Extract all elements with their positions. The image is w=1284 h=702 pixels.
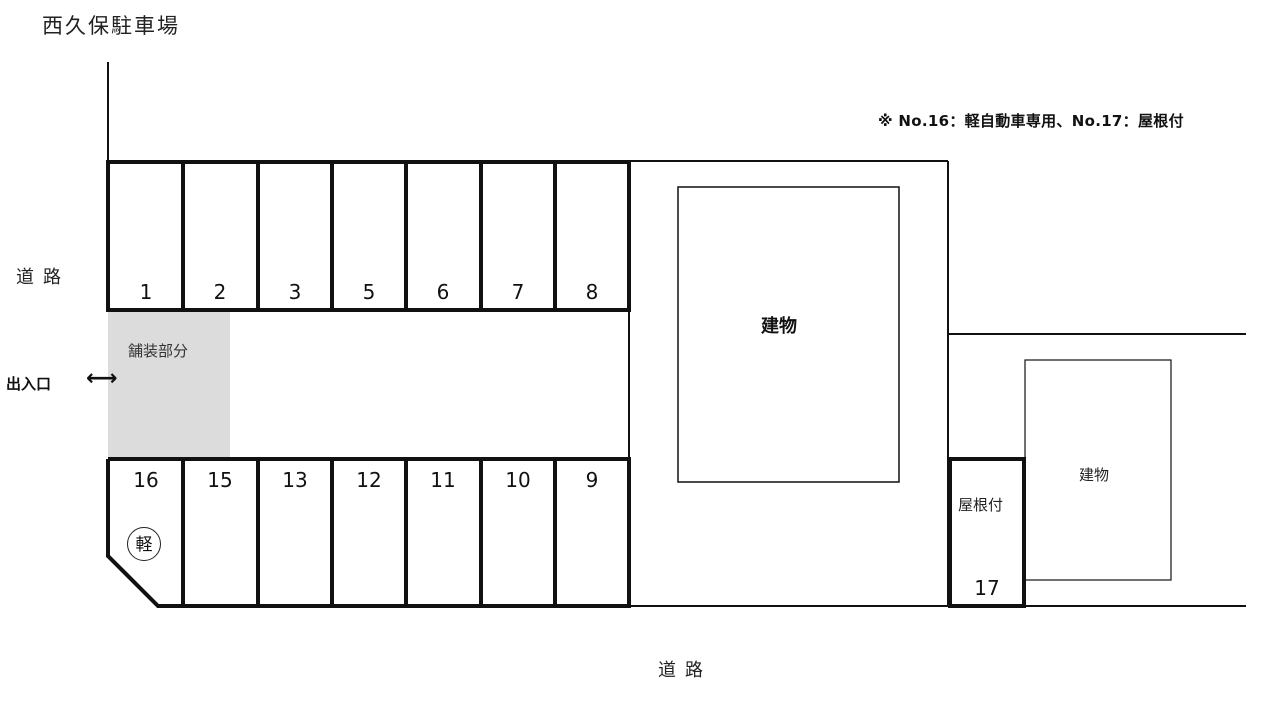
slot-number: 7 <box>511 280 525 304</box>
paved-area-label: 舗装部分 <box>128 342 189 360</box>
slot-number: 3 <box>288 280 302 304</box>
main-building-label: 建物 <box>761 316 797 337</box>
road-label-bottom: 道路 <box>658 660 712 681</box>
slot-number: 8 <box>585 280 599 304</box>
slot-number: 2 <box>213 280 227 304</box>
slot-number: 11 <box>430 468 456 492</box>
top-row-slots <box>106 160 631 312</box>
slot-number: 15 <box>207 468 233 492</box>
main-building <box>677 186 900 483</box>
slot-17 <box>948 457 1026 608</box>
slot-number: 6 <box>436 280 450 304</box>
legend-note: ※ No.16：軽自動車専用、No.17：屋根付 <box>878 112 1184 130</box>
paved-area <box>108 312 230 458</box>
double-arrow-icon: ⟷ <box>86 366 118 391</box>
slot-number: 16 <box>133 468 159 492</box>
bottom-row-slots <box>106 457 631 608</box>
entrance-label: 出入口 <box>6 375 52 393</box>
slot-number: 13 <box>282 468 308 492</box>
slot-number: 12 <box>356 468 382 492</box>
kei-car-badge-icon: 軽 <box>127 527 161 561</box>
road-label-left: 道路 <box>16 267 70 288</box>
slot-number: 10 <box>505 468 531 492</box>
slot-17-roof-label: 屋根付 <box>958 496 1004 514</box>
slot-number-17: 17 <box>974 576 1000 600</box>
page-title: 西久保駐車場 <box>42 14 180 38</box>
slot-number: 1 <box>139 280 153 304</box>
slot-number: 5 <box>362 280 376 304</box>
slot-number: 9 <box>585 468 599 492</box>
secondary-building-label: 建物 <box>1079 466 1110 484</box>
